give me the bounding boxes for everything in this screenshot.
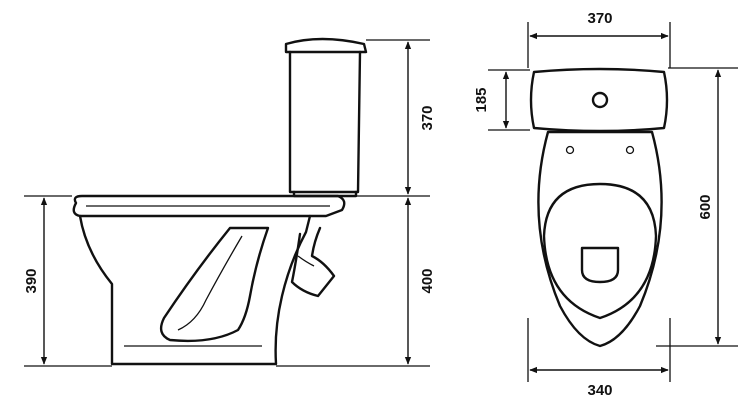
top-view: 370 185 600 340 — [473, 10, 738, 399]
dim-340-label: 340 — [587, 382, 612, 399]
bowl-outer — [78, 214, 312, 366]
dim-600-label: 600 — [697, 194, 714, 219]
dim-400-label: 400 — [419, 268, 436, 293]
tank-body — [288, 50, 362, 194]
dim-185-label: 185 — [473, 87, 490, 112]
bowl-trap-curve — [177, 235, 243, 331]
outlet-pipe — [290, 226, 336, 298]
hinge-hole-left — [565, 145, 575, 155]
seat-rim — [72, 194, 346, 218]
top-bowl-outer — [537, 130, 663, 348]
bowl-trap-inner — [159, 226, 270, 343]
dim-top370-label: 370 — [587, 10, 612, 27]
top-tank — [529, 67, 669, 133]
tank-lid — [284, 37, 368, 54]
outlet-pipe-detail — [297, 255, 315, 267]
flush-button — [591, 91, 609, 109]
top-bowl-inner — [542, 182, 658, 320]
side-view: 390 370 400 — [23, 37, 436, 367]
dim-370-label: 370 — [419, 105, 436, 130]
dim-390-label: 390 — [23, 268, 40, 293]
hinge-hole-right — [625, 145, 635, 155]
drain-outlet — [580, 246, 620, 284]
